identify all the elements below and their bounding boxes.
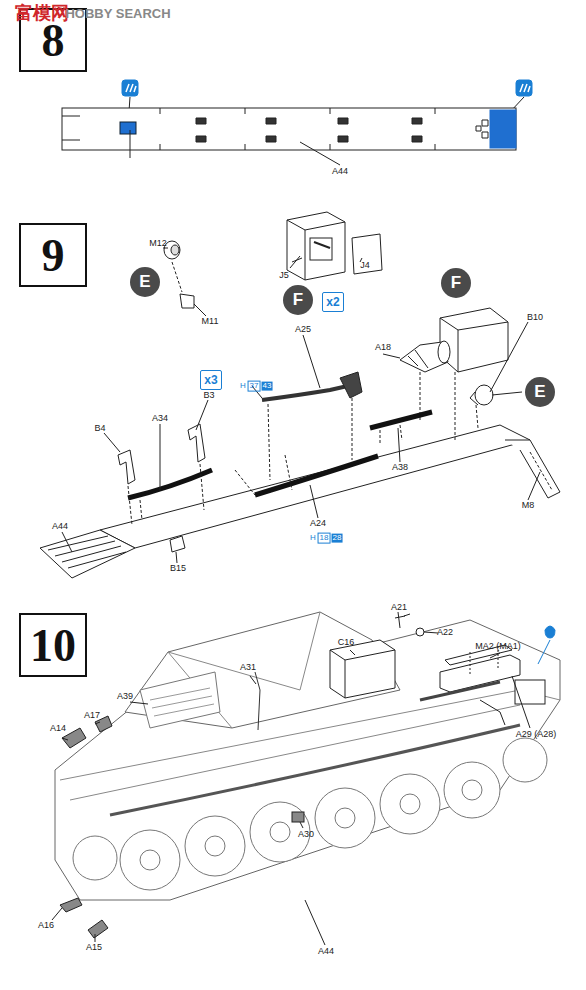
- watermark: HOBBY SEARCH: [65, 7, 170, 21]
- quantity-badge: x2: [322, 292, 344, 312]
- part-number: A38: [392, 463, 408, 473]
- part-number: B15: [170, 564, 186, 574]
- part-number: M12: [149, 239, 167, 249]
- part-sprue-marker: F: [283, 285, 313, 315]
- node-text: E: [139, 272, 150, 292]
- part-number: A25: [295, 325, 311, 335]
- node-text: x2: [326, 295, 339, 309]
- part-number: A14: [50, 724, 66, 734]
- part-number: J5: [279, 271, 289, 281]
- node-text: 10: [30, 619, 76, 672]
- paint-code: H: [240, 382, 246, 391]
- node-text: 9: [42, 229, 65, 282]
- part-number: A39: [117, 692, 133, 702]
- part-number: A44: [332, 167, 348, 177]
- part-number: B10: [527, 313, 543, 323]
- part-number: A30: [298, 830, 314, 840]
- paint-code: 43: [262, 382, 273, 391]
- part-sprue-marker: E: [525, 377, 555, 407]
- quantity-badge: x3: [200, 370, 222, 390]
- part-number: A21: [391, 603, 407, 613]
- part-number: A15: [86, 943, 102, 953]
- part-number: A44: [52, 522, 68, 532]
- part-number: B4: [94, 424, 105, 434]
- part-number: M11: [202, 317, 219, 327]
- part-number: B3: [203, 391, 214, 401]
- node-text: F: [451, 273, 461, 293]
- paint-code: H: [310, 534, 316, 543]
- watermark: 富模网: [15, 4, 69, 24]
- part-sprue-marker: E: [130, 267, 160, 297]
- paint-code: 18: [318, 533, 331, 544]
- part-number: C16: [338, 638, 355, 648]
- part-number: J4: [360, 261, 370, 271]
- part-number: M8: [522, 501, 535, 511]
- fender-strip: [62, 108, 516, 165]
- part-sprue-marker: F: [441, 268, 471, 298]
- paint-code: 28: [332, 534, 343, 543]
- part-number: A31: [240, 663, 256, 673]
- step-number: 9: [19, 223, 87, 287]
- node-text: F: [293, 290, 303, 310]
- tank-hull: [52, 612, 560, 945]
- part-number: A16: [38, 921, 54, 931]
- step9-parts: [40, 212, 560, 578]
- part-number: A17: [84, 711, 100, 721]
- part-number: A18: [375, 343, 391, 353]
- part-number: A34: [152, 414, 168, 424]
- node-text: x3: [204, 373, 217, 387]
- node-text: E: [534, 382, 545, 402]
- part-number: A24: [310, 519, 326, 529]
- part-number: A29 (A28): [516, 730, 557, 740]
- step-number: 10: [19, 613, 87, 677]
- part-number: MA2 (MA1): [475, 642, 521, 652]
- part-number: A44: [318, 947, 334, 957]
- paint-code: 37: [248, 381, 261, 392]
- part-number: A22: [437, 628, 453, 638]
